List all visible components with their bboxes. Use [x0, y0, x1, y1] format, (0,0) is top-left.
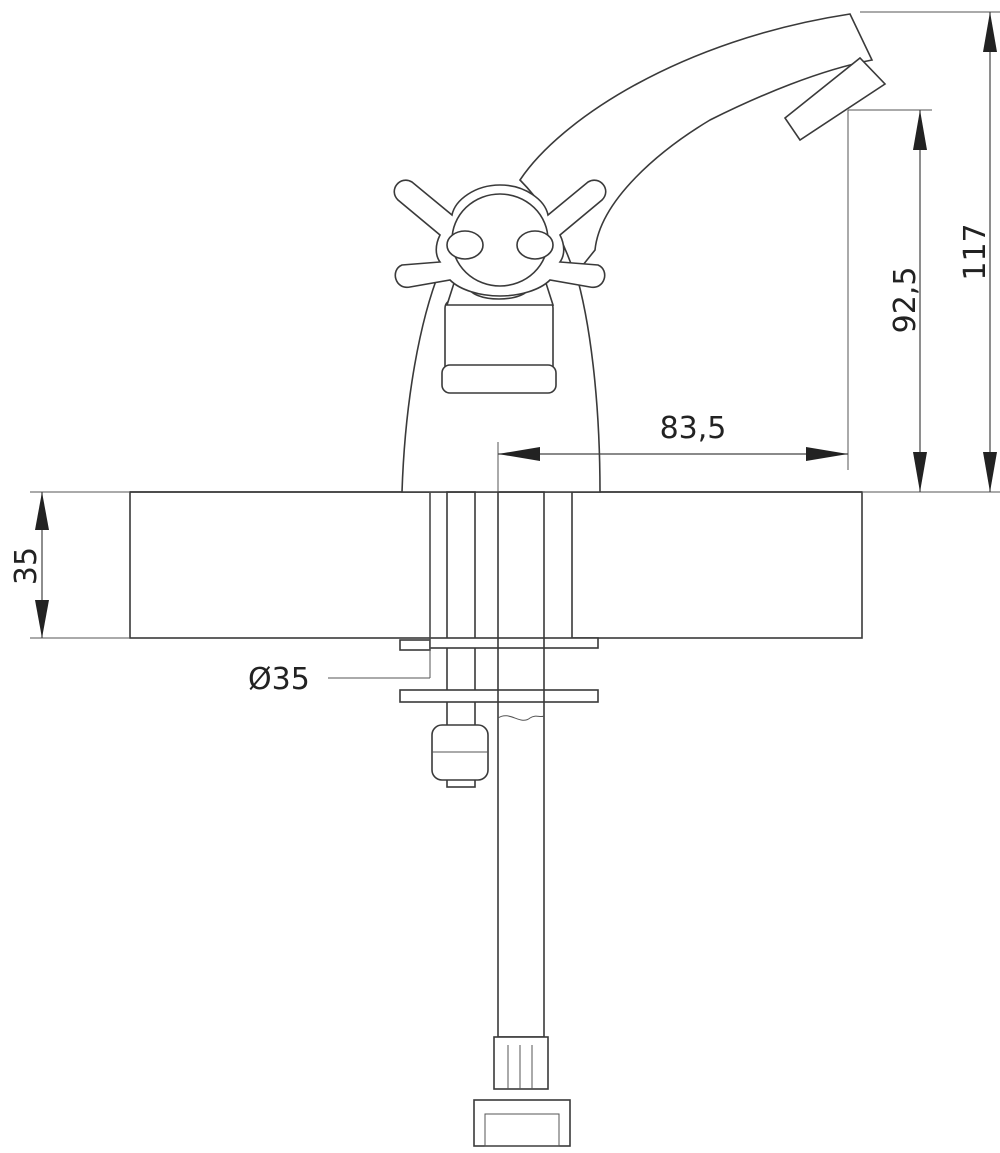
mounting-stud [399, 491, 599, 788]
countertop-thickness-label: 35 [9, 547, 44, 585]
dimension-spout-height [848, 109, 932, 492]
spout-height-label: 92,5 [888, 267, 923, 334]
countertop-section [129, 491, 863, 639]
dimension-countertop-thickness [30, 491, 130, 639]
spout-reach-label: 83,5 [660, 411, 727, 446]
dimension-spout-reach [497, 110, 849, 492]
faucet-body [393, 13, 887, 493]
total-height-label: 117 [958, 223, 993, 280]
dimension-hole-diameter [328, 492, 431, 679]
dimension-total-height [860, 11, 1000, 493]
hole-diameter-label: Ø35 [248, 662, 310, 697]
braided-hose [473, 491, 571, 1147]
